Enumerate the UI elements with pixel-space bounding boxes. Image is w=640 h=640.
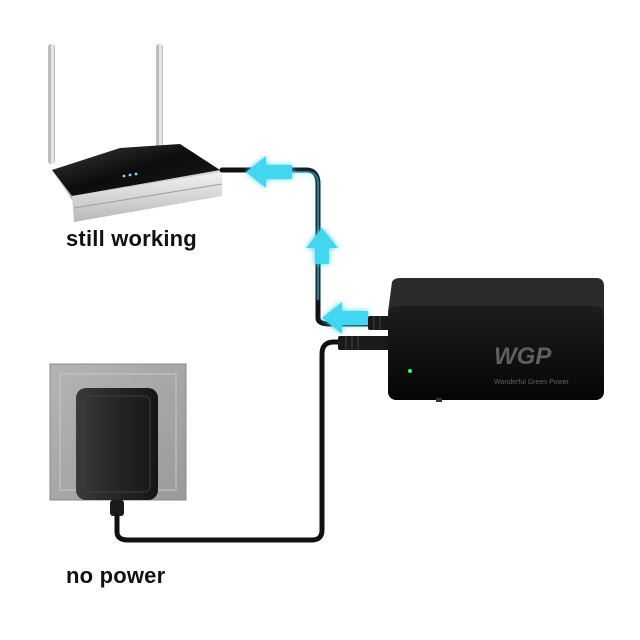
ups-connector-out (368, 316, 390, 330)
ups-tagline: Wonderful Green Power (494, 379, 570, 386)
status-led-icon (408, 369, 412, 373)
router-cable (222, 170, 388, 324)
power-adapter (76, 388, 158, 516)
ups-logo: WGP (494, 343, 552, 370)
flow-arrow-up-icon (306, 228, 338, 264)
flow-arrow-left-top-icon (246, 156, 292, 188)
router-status-label: still working (66, 226, 197, 252)
mini-ups: WGP Wonderful Green Power (388, 278, 604, 402)
router-antenna-right (156, 44, 163, 148)
power-flow-glow (250, 172, 318, 300)
wifi-router (52, 144, 222, 222)
flow-arrow-left-bottom-icon (322, 302, 368, 334)
outlet-status-label: no power (66, 563, 165, 589)
ups-connector-in (338, 336, 390, 350)
router-antenna-left (48, 44, 55, 164)
